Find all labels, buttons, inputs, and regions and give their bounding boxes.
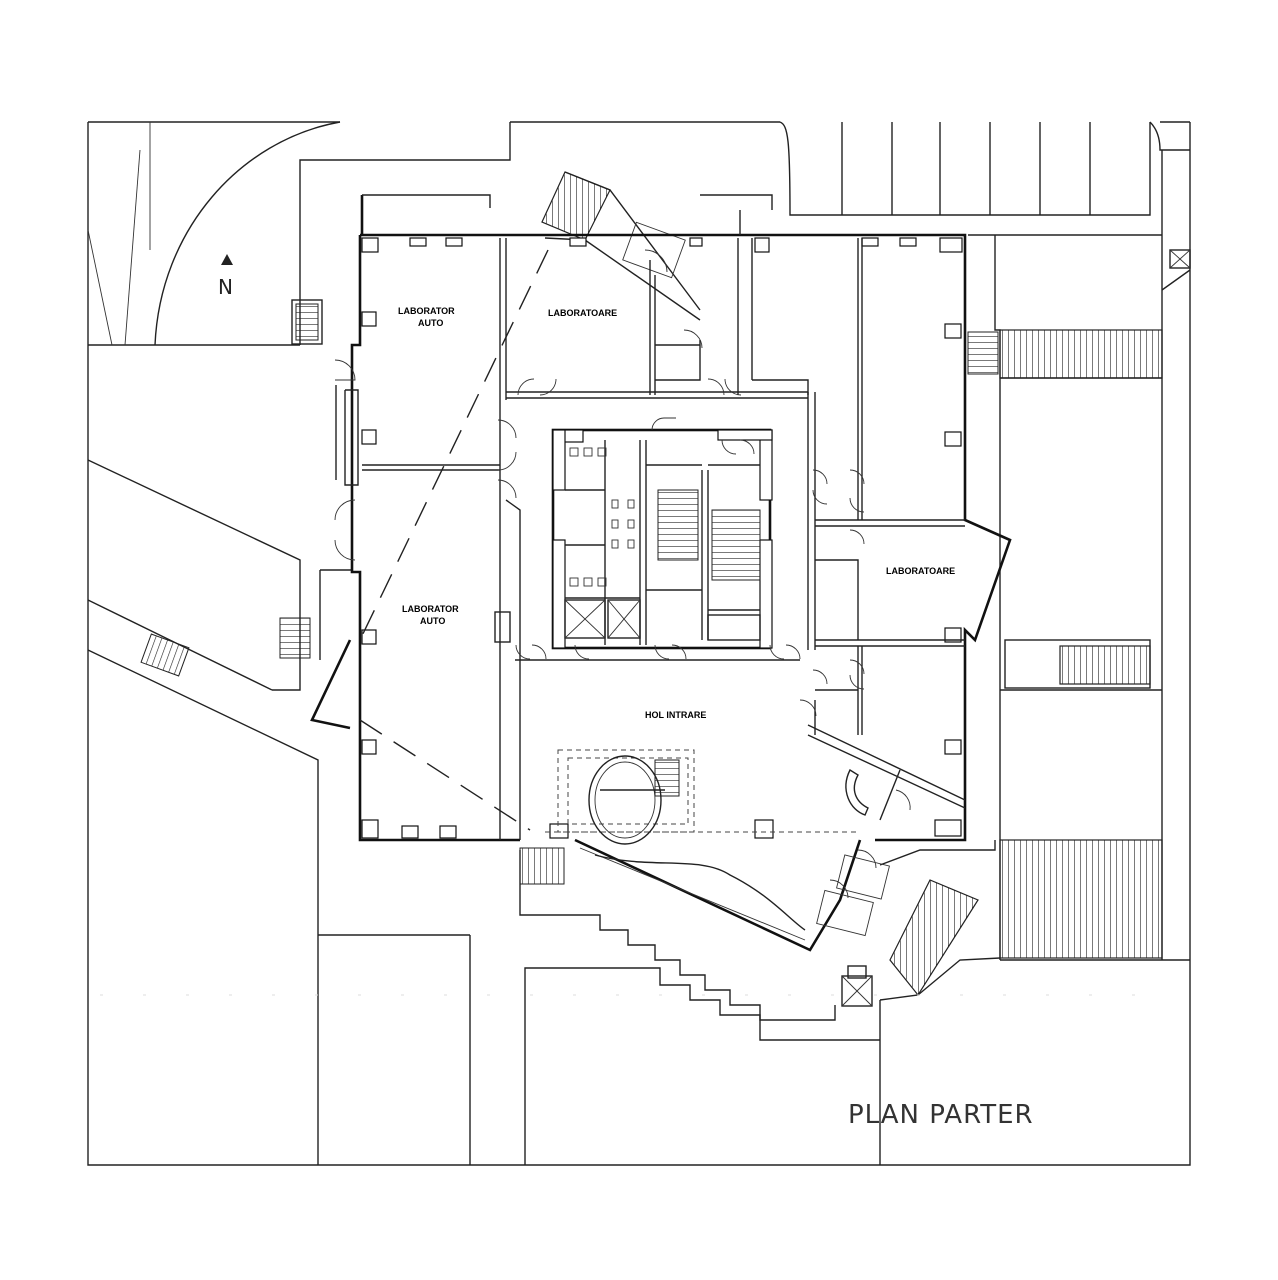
- west-ramps: [87, 459, 352, 1165]
- building-walls: [310, 194, 1012, 952]
- entrance-hall: [494, 611, 869, 845]
- wall-piers: [361, 237, 963, 839]
- north-label: N: [218, 275, 233, 299]
- plan-title: PLAN PARTER: [848, 1100, 1034, 1130]
- room-labels: LABORATOR AUTO LABORATOARE LABORATOR AUT…: [398, 306, 955, 720]
- label-lab-auto-bottom-line1: LABORATOR: [402, 604, 459, 614]
- label-labs-top: LABORATOARE: [548, 308, 617, 318]
- doors: [334, 249, 911, 937]
- north-arrow: N: [218, 254, 233, 299]
- north-stair: [541, 171, 701, 321]
- label-lab-auto-top-line2: AUTO: [418, 318, 443, 328]
- site-curve-plaza: [87, 121, 511, 346]
- label-labs-right: LABORATOARE: [886, 566, 955, 576]
- site-boundary: [87, 121, 1191, 1166]
- interior-walls: [362, 238, 966, 840]
- east-ramps: [967, 234, 1190, 961]
- axis-lines: [359, 249, 549, 831]
- south-site: [318, 840, 1001, 1165]
- label-lab-auto-bottom-line2: AUTO: [420, 616, 445, 626]
- parking-north: [779, 121, 1191, 960]
- label-hol-intrare: HOL INTRARE: [645, 710, 706, 720]
- central-core: [551, 428, 773, 650]
- north-arrow-icon: [221, 254, 233, 265]
- label-lab-auto-top-line1: LABORATOR: [398, 306, 455, 316]
